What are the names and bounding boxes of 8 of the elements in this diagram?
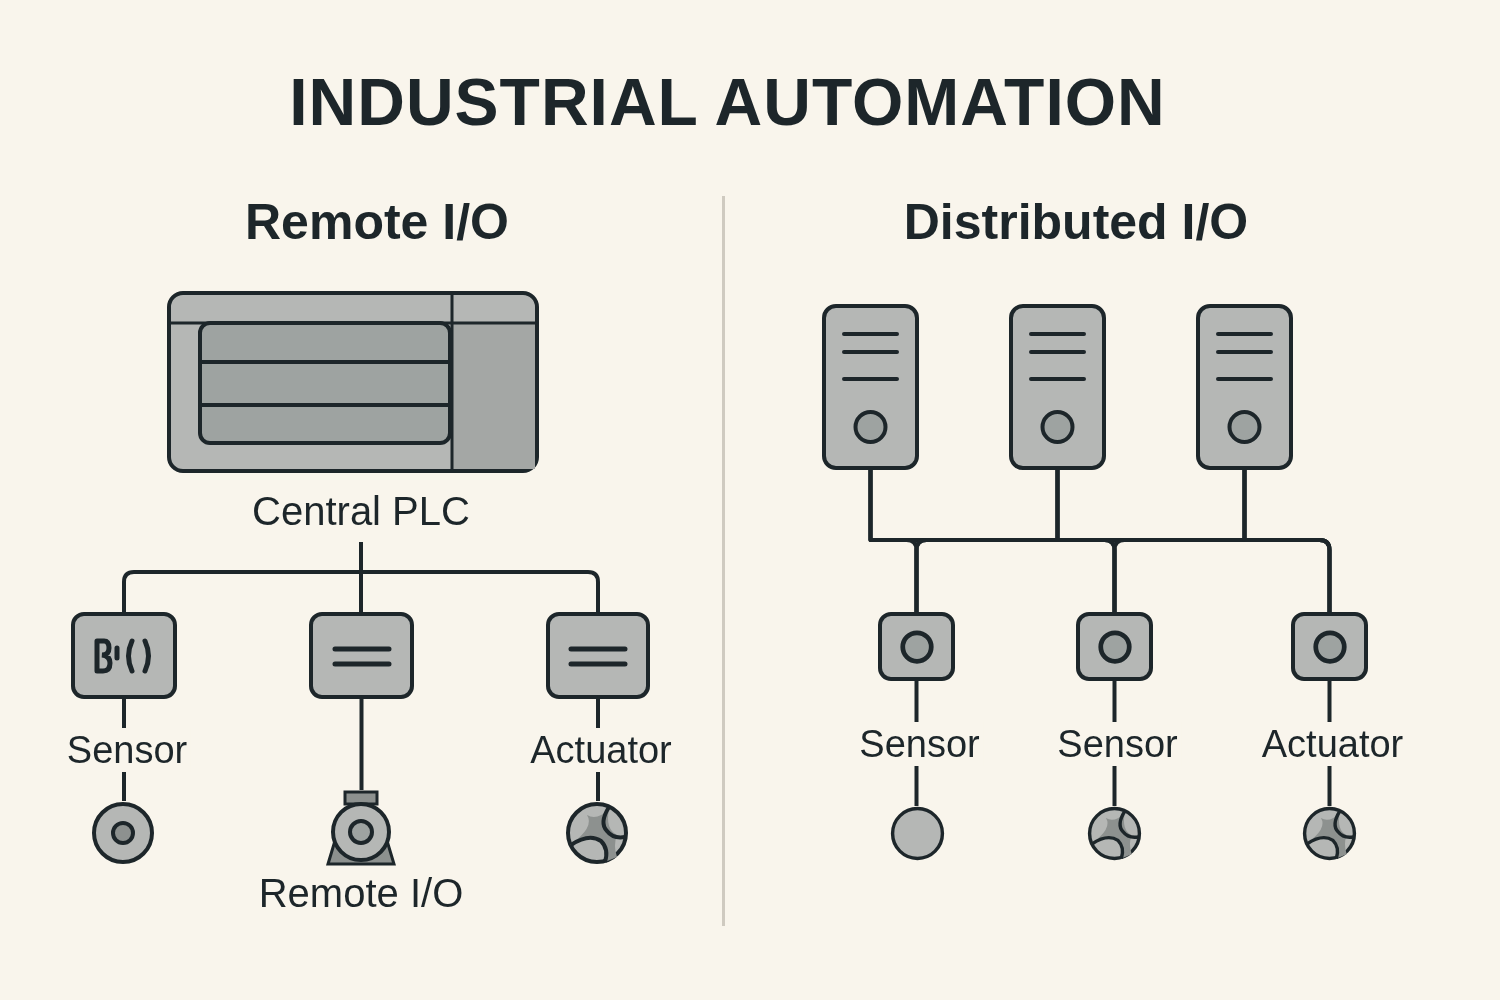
node-caption: Remote I/O bbox=[257, 870, 465, 916]
title: INDUSTRIAL AUTOMATION bbox=[288, 64, 1167, 141]
connector-line bbox=[359, 542, 600, 612]
connector-line bbox=[1242, 470, 1332, 612]
node-caption: Central PLC bbox=[251, 488, 471, 534]
connector-line bbox=[359, 699, 364, 790]
section-heading: Remote I/O bbox=[244, 193, 510, 252]
section-heading: Distributed I/O bbox=[902, 193, 1250, 252]
